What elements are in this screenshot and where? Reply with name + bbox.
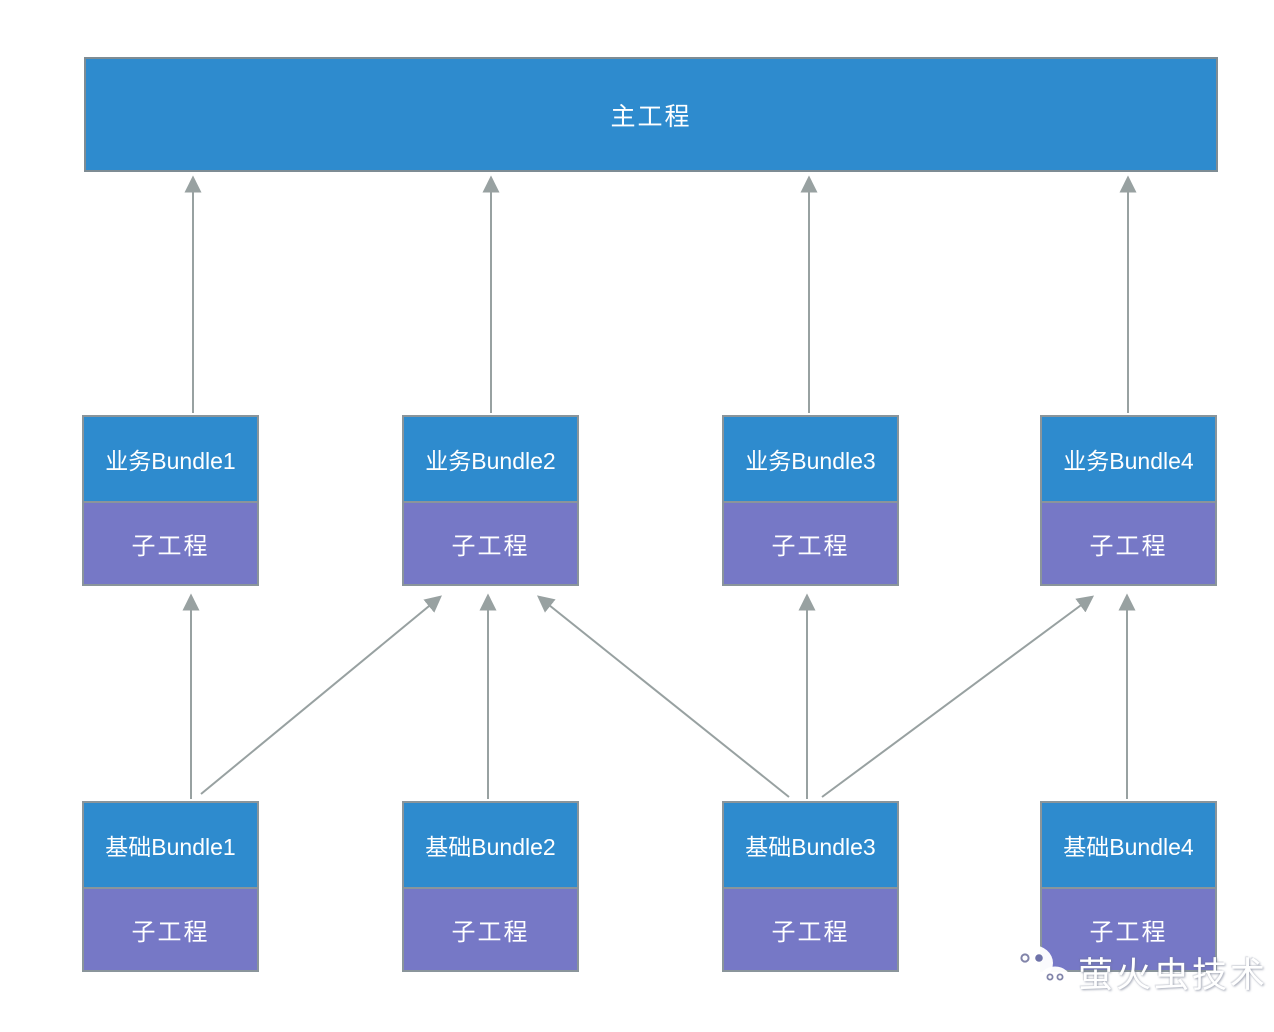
base-bundle-4-title: 基础Bundle4 xyxy=(1042,803,1215,887)
business-bundle-3-box: 业务Bundle3 子工程 xyxy=(722,415,899,586)
business-bundle-4-subproject: 子工程 xyxy=(1042,501,1215,584)
watermark: 萤火虫技术 xyxy=(1008,942,1268,1002)
business-bundle-1-title: 业务Bundle1 xyxy=(84,417,257,501)
base-bundle-4-subproject: 子工程 xyxy=(1042,887,1215,970)
business-bundle-3-subproject: 子工程 xyxy=(724,501,897,584)
base-bundle-2-title: 基础Bundle2 xyxy=(404,803,577,887)
business-bundle-4-box: 业务Bundle4 子工程 xyxy=(1040,415,1217,586)
base-bundle-3-title: 基础Bundle3 xyxy=(724,803,897,887)
business-bundle-2-subproject: 子工程 xyxy=(404,501,577,584)
business-bundle-3-title: 业务Bundle3 xyxy=(724,417,897,501)
business-bundle-2-title: 业务Bundle2 xyxy=(404,417,577,501)
base-bundle-1-box: 基础Bundle1 子工程 xyxy=(82,801,259,972)
base-bundle-2-box: 基础Bundle2 子工程 xyxy=(402,801,579,972)
business-bundle-2-box: 业务Bundle2 子工程 xyxy=(402,415,579,586)
main-project-box: 主工程 xyxy=(84,57,1218,172)
base-bundle-3-box: 基础Bundle3 子工程 xyxy=(722,801,899,972)
base-bundle-1-subproject: 子工程 xyxy=(84,887,257,970)
dependency-arrow-base3-to-business2 xyxy=(537,595,790,798)
base-bundle-3-subproject: 子工程 xyxy=(724,887,897,970)
main-project-label: 主工程 xyxy=(610,102,692,131)
wechat-icon xyxy=(1011,945,1071,1000)
business-bundle-4-title: 业务Bundle4 xyxy=(1042,417,1215,501)
business-bundle-1-box: 业务Bundle1 子工程 xyxy=(82,415,259,586)
business-bundle-1-subproject: 子工程 xyxy=(84,501,257,584)
dependency-arrow-base3-to-business4 xyxy=(821,595,1095,798)
dependency-arrow-base1-to-business2 xyxy=(200,595,442,795)
base-bundle-4-box: 基础Bundle4 子工程 xyxy=(1040,801,1217,972)
watermark-text: 萤火虫技术 xyxy=(1078,955,1269,995)
base-bundle-2-subproject: 子工程 xyxy=(404,887,577,970)
base-bundle-1-title: 基础Bundle1 xyxy=(84,803,257,887)
